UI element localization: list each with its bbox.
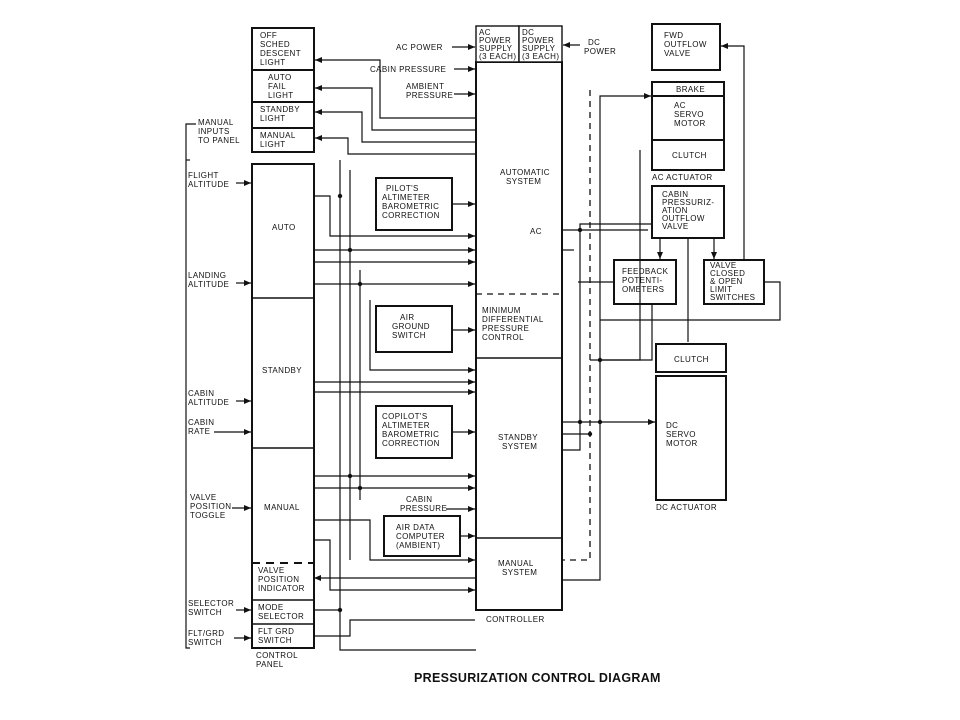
fwd-outflow-valve-box [651,23,721,71]
dc-power-supply-box [518,25,563,63]
standby-light-label: STANDBY LIGHT [260,105,302,123]
controller: AUTOMATIC SYSTEM AC MINIMUM DIFFERENTIAL… [400,61,563,624]
valve-limit-switches-label: VALVE CLOSED & OPEN LIMIT SWITCHES [710,261,755,302]
cabin-altitude-label: CABIN ALTITUDE [188,389,229,407]
ac-clutch-box [651,139,725,171]
controller-ac-label: AC [530,227,542,236]
ac-power-supply-label: AC POWER SUPPLY (3 EACH) [479,28,516,61]
automatic-system-label: AUTOMATIC SYSTEM [500,168,553,186]
manual-light-label: MANUAL LIGHT [260,131,298,149]
power-supplies: AC POWER SUPPLY (3 EACH) DC POWER SUPPLY… [475,25,563,63]
controller-caption: CONTROLLER [486,615,545,624]
control-panel-main-box [251,163,315,649]
flt-grd-switch-label: FLT GRD SWITCH [258,627,297,645]
air-ground-switch-box [375,305,453,353]
copilot-altimeter-box [375,405,453,459]
ambient-pressure-label: AMBIENT PRESSURE [406,82,453,100]
diagram-title: PRESSURIZATION CONTROL DIAGRAM [414,671,661,685]
fwd-outflow-valve-label: FWD OUTFLOW VALVE [664,31,709,58]
dc-actuator-label: DC ACTUATOR [656,503,717,512]
dc-clutch-box [655,343,727,373]
feedback-potentiometers-label: FEEDBACK POTENTI- OMETERS [622,267,671,294]
cabin-pressurization-valve-box [651,185,725,239]
pilot-altimeter-box [375,177,453,231]
dc-clutch-label: CLUTCH [674,355,709,364]
junction-dots [337,193,603,613]
standby-section-label: STANDBY [262,366,302,375]
selector-switch-label: SELECTOR SWITCH [188,599,237,617]
right-side: FWD OUTFLOW VALVE BRAKE AC SERVO MOTOR C… [613,23,765,512]
ac-power-supply-box [475,25,520,63]
pilot-altimeter-label: PILOT'S ALTIMETER BAROMETRIC CORRECTION [382,184,442,220]
feedback-potentiometers-box [613,259,677,305]
manual-inputs-label: MANUAL INPUTS TO PANEL [198,118,240,145]
flight-altitude-label: FLIGHT ALTITUDE [188,171,229,189]
connection-lines [314,43,781,651]
flt-grd-switch-input-label: FLT/GRD SWITCH [188,629,227,647]
air-data-computer-box [383,515,461,557]
off-sched-descent-light-label: OFF SCHED DESCENT LIGHT [260,31,304,67]
top-inputs: AC POWER CABIN PRESSURE AMBIENT PRESSURE… [370,38,616,100]
control-panel-caption: CONTROL PANEL [256,651,300,669]
ac-power-label: AC POWER [396,43,443,52]
cabin-rate-label: CABIN RATE [188,418,217,436]
middle-boxes: PILOT'S ALTIMETER BAROMETRIC CORRECTION … [375,177,461,557]
air-data-computer-label: AIR DATA COMPUTER (AMBIENT) [396,523,448,550]
landing-altitude-label: LANDING ALTITUDE [188,271,229,289]
dc-servo-motor-box [655,375,727,501]
manual-section-label: MANUAL [264,503,300,512]
valve-limit-switches-box [703,259,765,305]
controller-box [475,61,563,611]
dc-power-supply-label: DC POWER SUPPLY (3 EACH) [522,28,559,61]
auto-fail-light-label: AUTO FAIL LIGHT [268,73,294,100]
ac-actuator-label: AC ACTUATOR [652,173,713,182]
manual-light-box [251,127,315,153]
standby-light-box [251,101,315,129]
ac-servo-motor-label: AC SERVO MOTOR [674,101,707,128]
controller-cabin-pressure-label: CABIN PRESSURE [400,495,447,513]
auto-section-label: AUTO [272,223,296,232]
left-inputs: MANUAL INPUTS TO PANEL FLIGHT ALTITUDE L… [185,118,251,649]
valve-position-toggle-label: VALVE POSITION TOGGLE [190,493,234,520]
air-ground-switch-label: AIR GROUND SWITCH [392,313,433,340]
manual-system-label: MANUAL SYSTEM [498,559,537,577]
cabin-pressure-top-label: CABIN PRESSURE [370,65,446,74]
dc-power-label: DC POWER [584,38,616,56]
minimum-differential-label: MINIMUM DIFFERENTIAL PRESSURE CONTROL [482,306,546,342]
copilot-altimeter-label: COPILOT'S ALTIMETER BAROMETRIC CORRECTIO… [382,412,442,448]
valve-position-indicator-label: VALVE POSITION INDICATOR [258,566,305,593]
brake-label: BRAKE [676,85,705,94]
control-panel: OFF SCHED DESCENT LIGHT AUTO FAIL LIGHT … [251,27,315,669]
cabin-pressurization-valve-label: CABIN PRESSURIZ- ATION OUTFLOW VALVE [662,190,717,231]
ac-clutch-label: CLUTCH [672,151,707,160]
standby-system-label: STANDBY SYSTEM [498,433,540,451]
dc-servo-motor-label: DC SERVO MOTOR [666,421,699,448]
mode-selector-label: MODE SELECTOR [258,603,304,621]
